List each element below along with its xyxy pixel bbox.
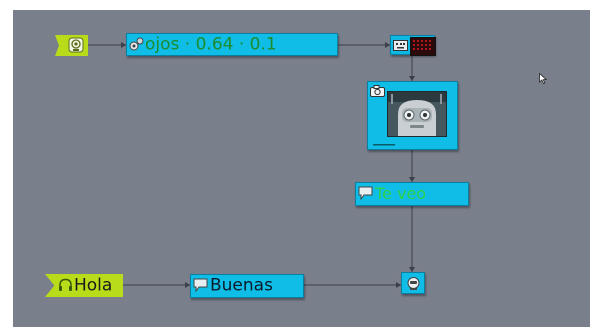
eye-gear-icon	[129, 37, 144, 51]
robot-face-icon	[407, 277, 420, 290]
hear-trigger-block[interactable]: Hola	[45, 274, 123, 297]
camera-photo-block[interactable]	[367, 81, 458, 150]
speech-bubble-icon	[358, 186, 373, 200]
led-matrix-preview	[410, 37, 436, 56]
hear-block-label: Hola	[74, 275, 113, 295]
say-block-label: Te veo	[375, 184, 427, 203]
camera-snapshot	[387, 91, 447, 137]
camera-icon	[370, 85, 385, 97]
reply-block-label: Buenas	[210, 275, 273, 296]
snapshot-caption-mark	[373, 144, 395, 146]
led-matrix-icon	[393, 40, 408, 51]
mouse-cursor-icon	[539, 73, 547, 84]
speech-bubble-icon	[193, 278, 208, 292]
robot-output-block[interactable]	[401, 272, 425, 294]
headset-icon	[59, 278, 72, 291]
flow-canvas[interactable]: ojos · 0.64 · 0.1	[13, 10, 590, 327]
camera-target-icon	[68, 37, 84, 53]
led-matrix-block[interactable]	[390, 35, 436, 56]
reply-block[interactable]: Buenas	[190, 274, 304, 298]
vision-detect-block[interactable]: ojos · 0.64 · 0.1	[126, 33, 338, 56]
say-block[interactable]: Te veo	[355, 182, 469, 206]
camera-trigger-block[interactable]	[55, 35, 88, 56]
vision-block-label: ojos · 0.64 · 0.1	[145, 34, 277, 54]
